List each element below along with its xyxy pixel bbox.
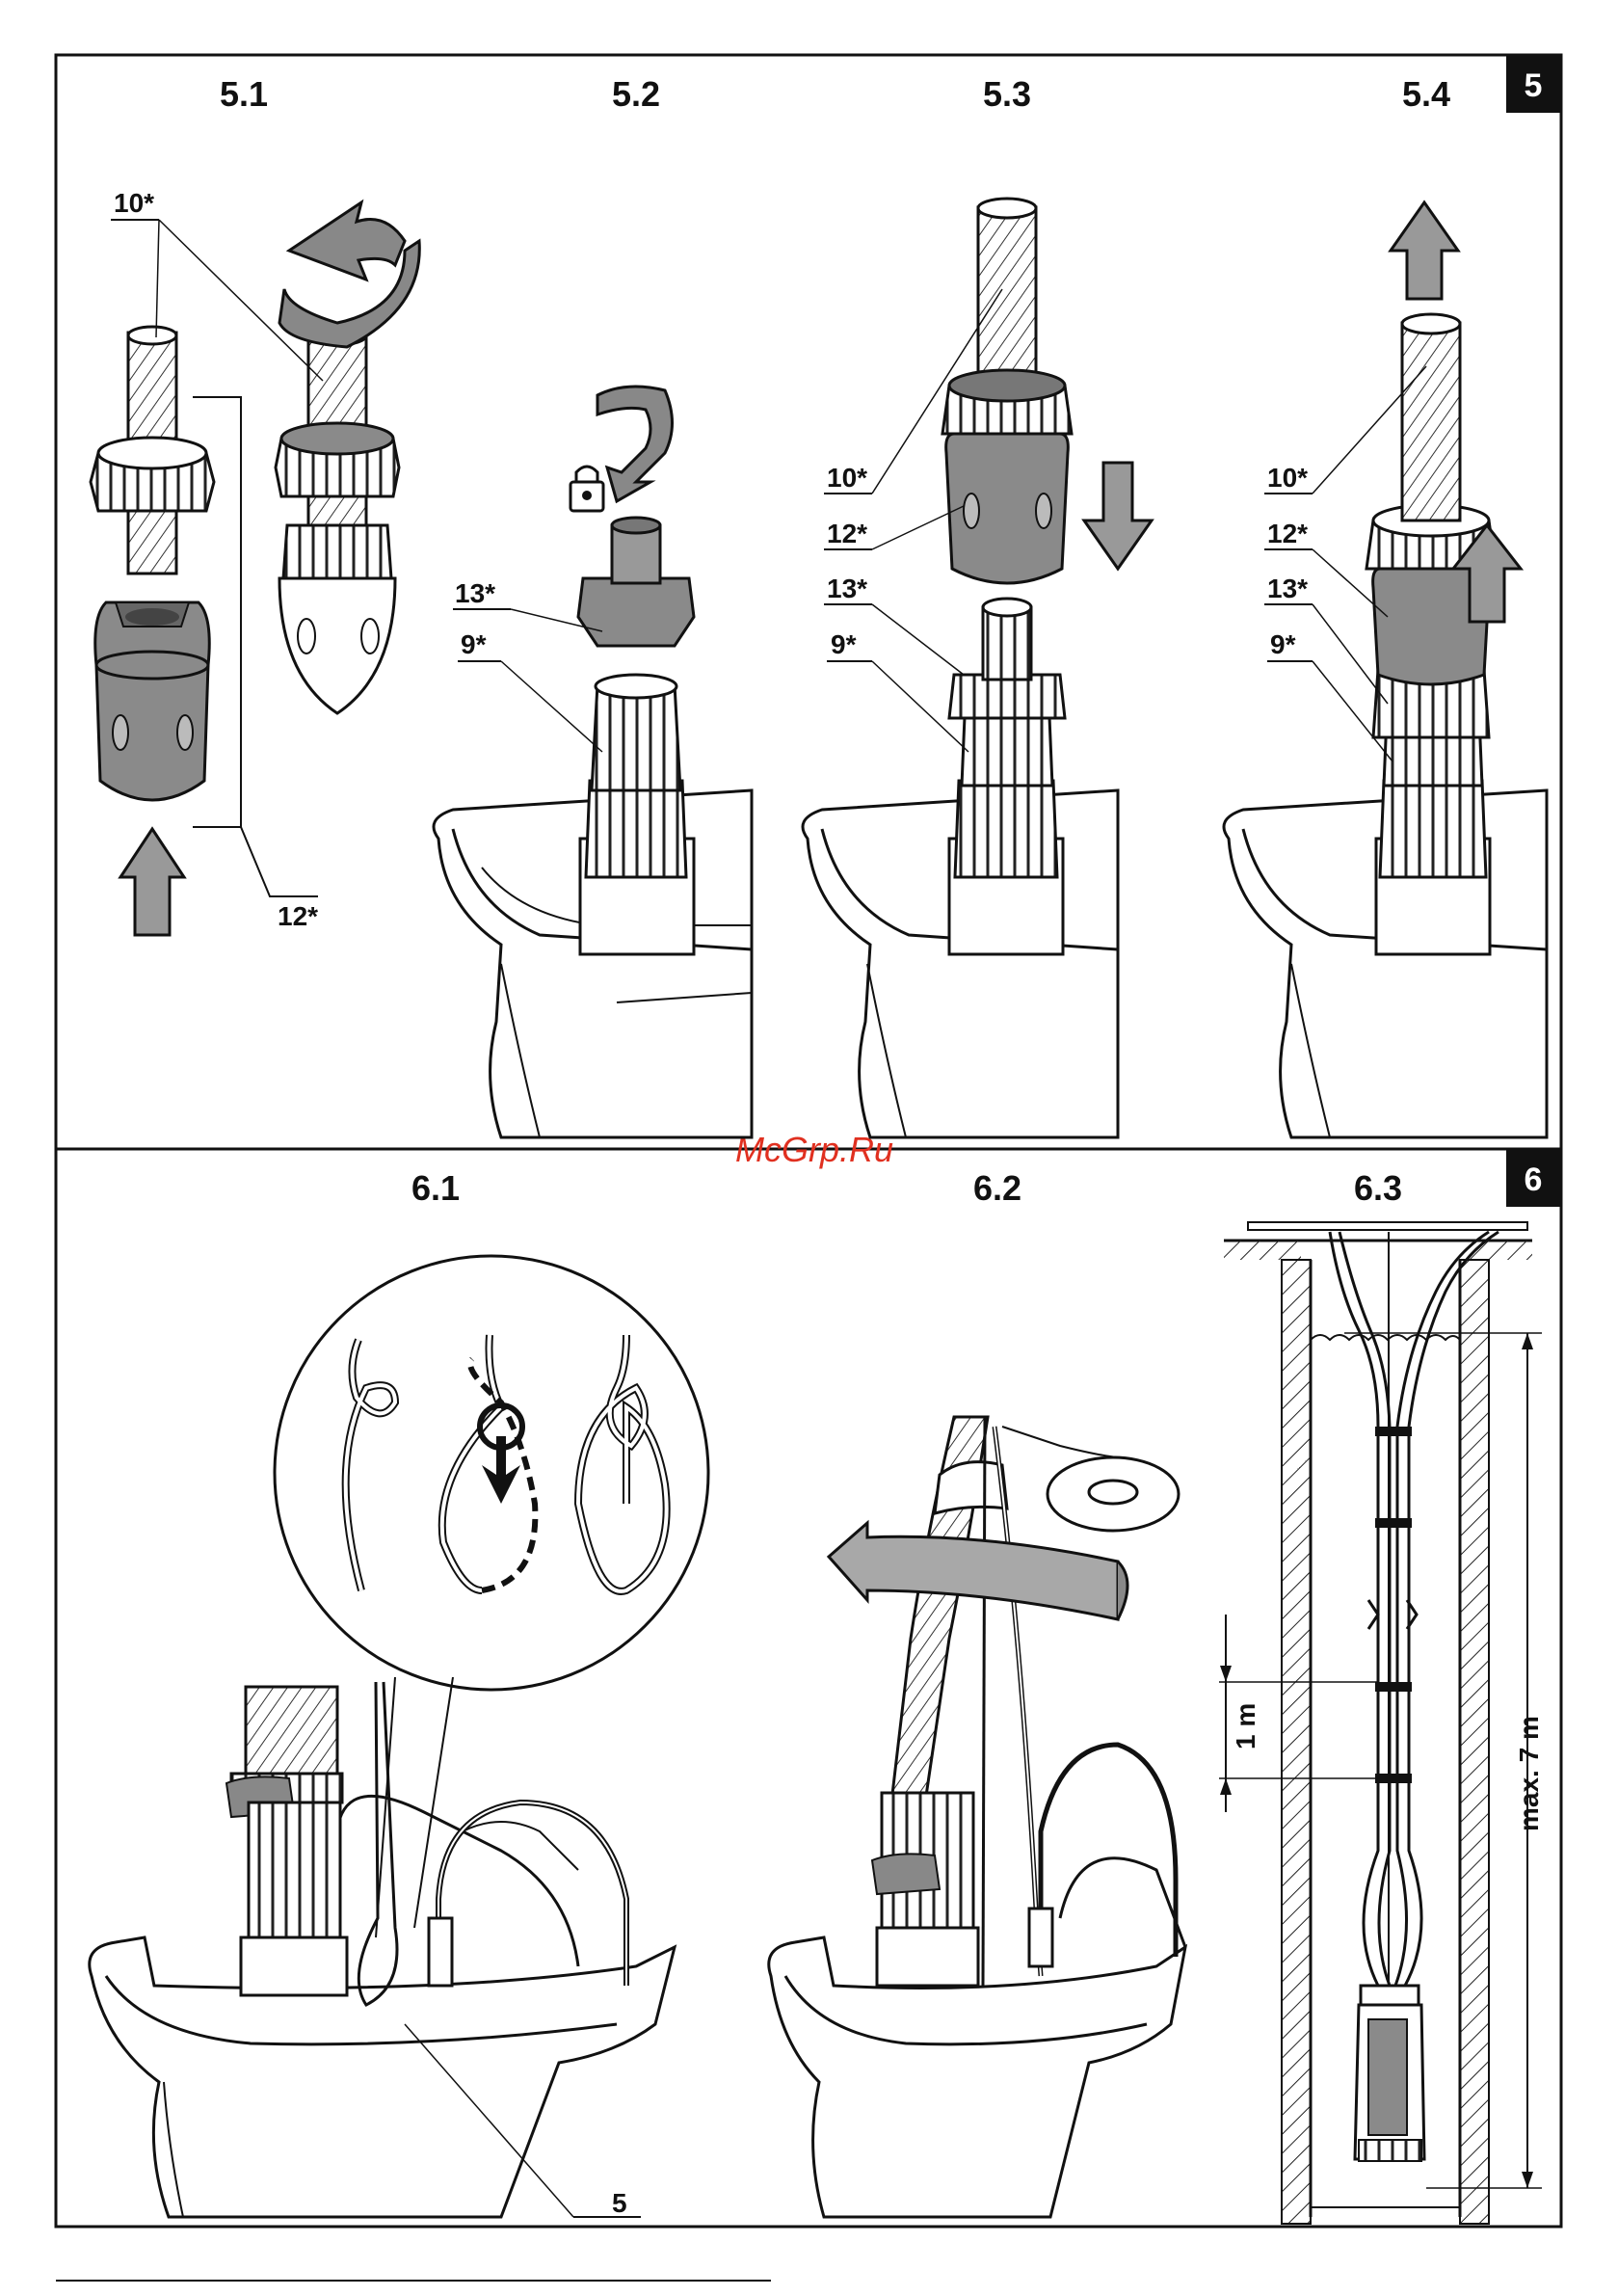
panel-6-3: 1 m max. 7 m	[1219, 1222, 1544, 2224]
label-13: 13*	[1267, 574, 1308, 603]
rotate-arrow-icon	[597, 387, 673, 501]
label-12: 12*	[827, 519, 867, 548]
label-13: 13*	[827, 574, 867, 603]
step-heading-5-2: 5.2	[612, 74, 660, 114]
svg-text:6: 6	[1525, 1161, 1543, 1198]
dimension-1m: 1 m	[1231, 1703, 1260, 1749]
label-5: 5	[612, 2188, 627, 2218]
step-heading-5-4: 5.4	[1402, 74, 1450, 114]
padlock-icon	[570, 467, 603, 511]
label-12: 12*	[1267, 519, 1308, 548]
panel-5-1: 10* 12*	[91, 188, 419, 935]
panel-5-4: 10* 12* 13* 9*	[1224, 202, 1547, 1137]
label-9: 9*	[1270, 629, 1296, 659]
label-9: 9*	[461, 629, 487, 659]
section-6-badge: 6	[1506, 1149, 1561, 1207]
step-heading-6-2: 6.2	[973, 1168, 1021, 1208]
label-9: 9*	[831, 629, 857, 659]
panel-5-2: 13* 9*	[434, 387, 752, 1137]
down-arrow-icon	[1084, 463, 1152, 569]
step-heading-6-1: 6.1	[411, 1168, 460, 1208]
panel-6-1: 5	[90, 1256, 708, 2218]
up-arrow-icon	[120, 829, 184, 935]
rotate-arrow-icon	[829, 1523, 1118, 1619]
panel-6-2	[769, 1417, 1185, 2217]
label-10: 10*	[1267, 463, 1308, 493]
label-10: 10*	[114, 188, 154, 218]
dimension-max-7m: max. 7 m	[1514, 1716, 1544, 1831]
up-arrow-icon	[1391, 202, 1458, 299]
label-12: 12*	[278, 901, 318, 931]
label-13: 13*	[455, 578, 495, 608]
panel-5-3: 10* 12* 13* 9*	[803, 199, 1152, 1137]
step-heading-6-3: 6.3	[1354, 1168, 1402, 1208]
section-5-badge: 5	[1506, 55, 1561, 113]
step-heading-5-3: 5.3	[983, 74, 1031, 114]
label-10: 10*	[827, 463, 867, 493]
svg-text:5: 5	[1525, 67, 1543, 104]
step-heading-5-1: 5.1	[220, 74, 268, 114]
